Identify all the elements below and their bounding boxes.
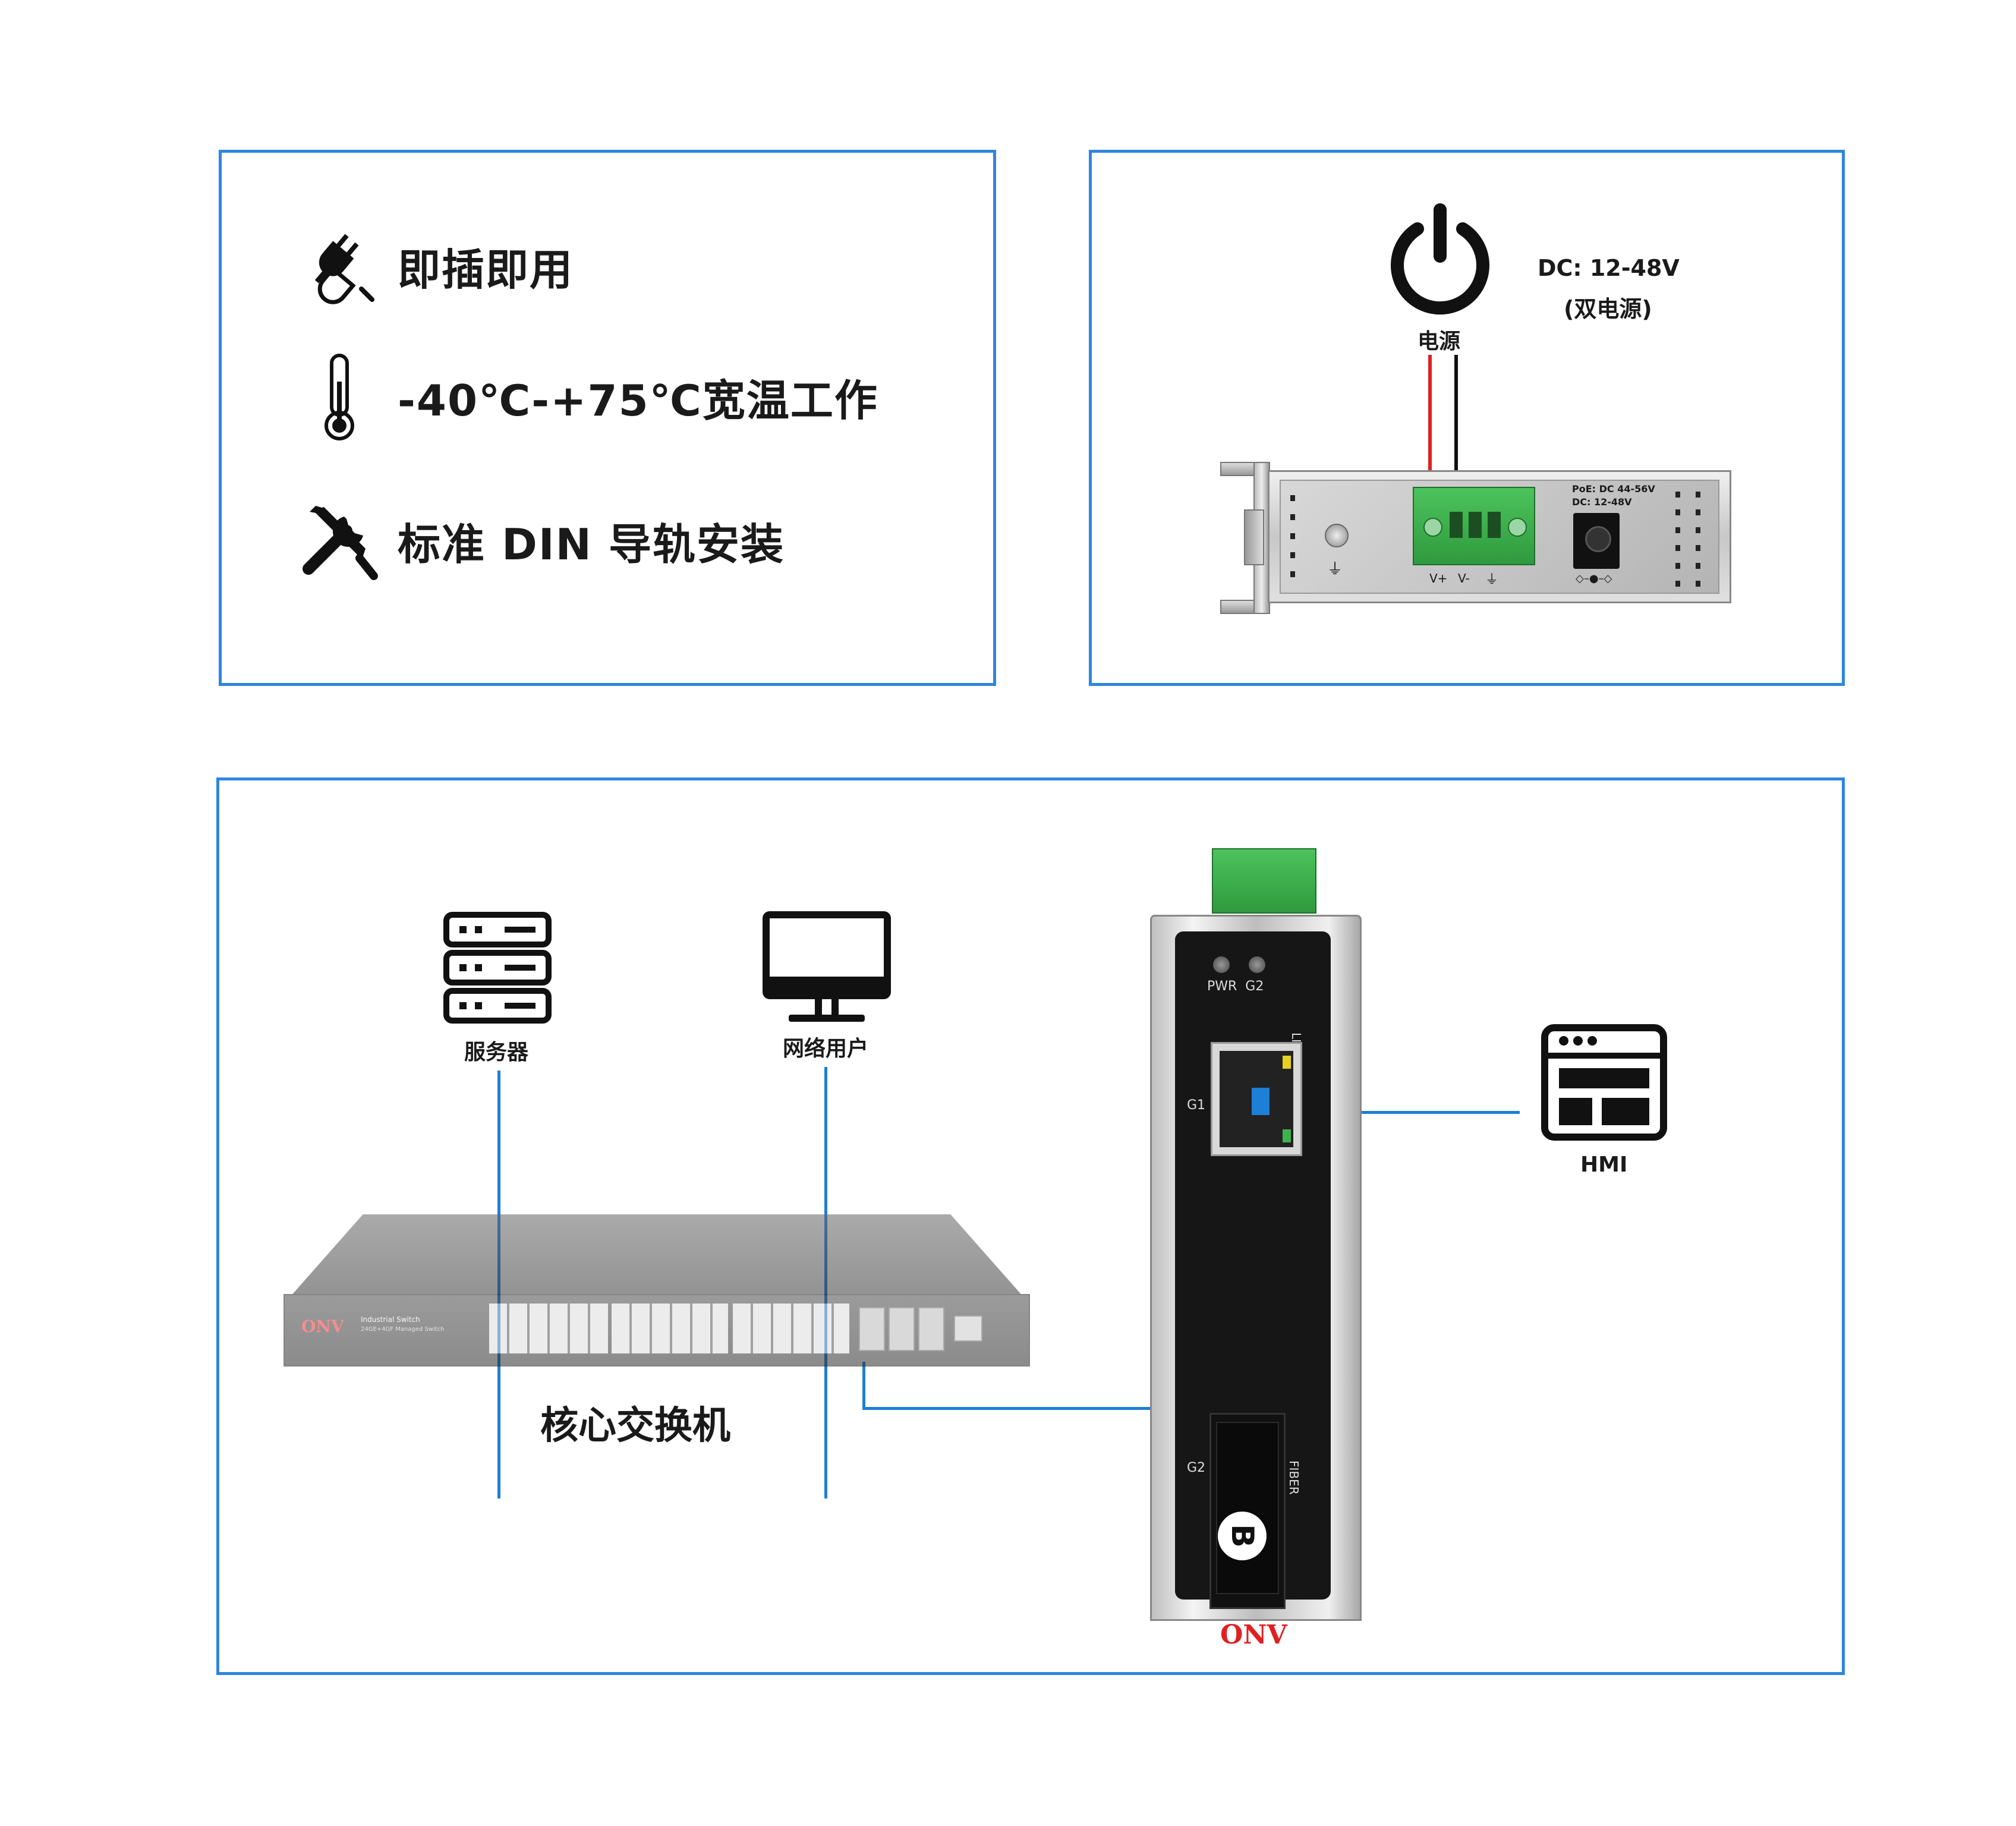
- network-panel: 服务器 网络用户 HMI ONV Industrial Switch: [216, 777, 1845, 1675]
- power-spec-voltage: DC: 12-48V: [1538, 255, 1680, 281]
- user-label: 网络用户: [783, 1037, 869, 1061]
- core-switch-model: Industrial Switch: [361, 1315, 420, 1324]
- pwr-led: [1213, 956, 1230, 973]
- server-icon: [443, 911, 552, 1027]
- g1-label: G1: [1187, 1098, 1206, 1113]
- feature-din-rail: 标准 DIN 导轨安装: [298, 499, 785, 582]
- terminal-label-ground: ⏚: [1485, 572, 1499, 587]
- power-panel: 电源 DC: 12-48V (双电源) ⏚ V+ V- ⏚: [1089, 150, 1845, 686]
- terminal-label-vminus: V-: [1458, 571, 1470, 585]
- features-panel: 即插即用 -40℃-+75℃宽温工作 标准 DIN 导轨安装: [219, 150, 996, 686]
- core-switch: ONV Industrial Switch 24GE+4GF Managed S…: [284, 1214, 1030, 1367]
- power-spec-dual: (双电源): [1564, 296, 1652, 322]
- feature-label: 即插即用: [398, 244, 574, 295]
- led-labels: PWR G2: [1207, 979, 1264, 994]
- terminal-label-vplus: V+: [1429, 571, 1448, 585]
- fiber-badge-letter: B: [1224, 1524, 1260, 1548]
- feature-label: -40℃-+75℃宽温工作: [398, 375, 878, 426]
- hmi-link-line: [1262, 1111, 1520, 1114]
- power-device-side-view: ⏚ V+ V- ⏚ PoE: DC 44-56V DC: 12-48V ◇–●–…: [1220, 462, 1731, 614]
- server-label: 服务器: [464, 1040, 529, 1065]
- converter-brand: ONV: [1220, 1620, 1287, 1650]
- g1-rj45-port[interactable]: [1211, 1042, 1302, 1156]
- fiber-link-vertical: [862, 1362, 865, 1409]
- hmi-label: HMI: [1580, 1153, 1628, 1177]
- plug-icon: [298, 224, 381, 307]
- fiber-badge: B: [1218, 1512, 1267, 1560]
- poe-input-label: PoE: DC 44-56V: [1572, 483, 1655, 495]
- top-terminal-block: [1212, 848, 1316, 914]
- power-icon: [1381, 198, 1500, 319]
- hmi-icon: [1540, 1023, 1668, 1144]
- monitor-icon: [761, 910, 892, 1028]
- terminal-block: [1413, 487, 1535, 565]
- g2-led: [1249, 956, 1265, 973]
- g2-label: G2: [1187, 1460, 1206, 1475]
- feature-wide-temperature: -40℃-+75℃宽温工作: [298, 354, 878, 440]
- dc-input-label: DC: 12-48V: [1572, 496, 1632, 508]
- dc-jack: [1573, 513, 1620, 569]
- core-switch-label: 核心交换机: [540, 1404, 730, 1448]
- feature-label: 标准 DIN 导轨安装: [398, 519, 785, 569]
- power-label: 电源: [1418, 329, 1461, 354]
- feature-plug-and-play: 即插即用: [298, 224, 574, 307]
- fiber-link-horizontal: [862, 1407, 1257, 1410]
- fiber-label: FIBER: [1287, 1460, 1301, 1495]
- red-wire: [1428, 355, 1432, 533]
- core-switch-model-sub: 24GE+4GF Managed Switch: [361, 1326, 445, 1333]
- black-wire: [1454, 355, 1458, 533]
- core-switch-brand: ONV: [301, 1317, 344, 1336]
- g2-sfp-port[interactable]: [1209, 1413, 1286, 1609]
- tools-icon: [298, 499, 381, 582]
- thermometer-icon: [298, 354, 381, 440]
- media-converter: PWR G2 LINK G1 G2 FIBER B ONV: [1150, 848, 1362, 1650]
